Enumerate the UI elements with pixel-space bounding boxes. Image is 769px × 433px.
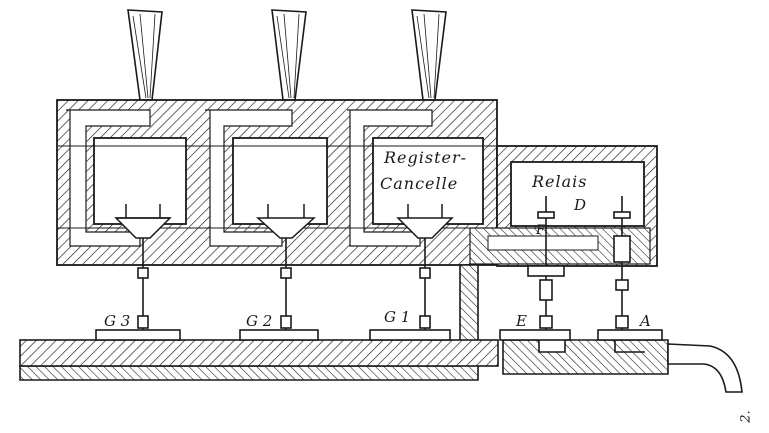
label-register-line1: Register- bbox=[384, 148, 468, 167]
pipe-1 bbox=[127, 9, 163, 101]
label-register-line2: Cancelle bbox=[380, 174, 459, 193]
figure-number: 2. bbox=[738, 410, 754, 423]
label-g3: G 3 bbox=[104, 312, 131, 330]
wind-hose bbox=[667, 343, 743, 393]
label-g2: G 2 bbox=[246, 312, 273, 330]
label-g1: G 1 bbox=[384, 308, 411, 326]
label-a: A bbox=[640, 312, 651, 330]
wind-channels bbox=[19, 264, 669, 381]
label-d: D bbox=[574, 196, 587, 214]
pipes-top bbox=[127, 9, 447, 101]
label-f: F bbox=[536, 223, 546, 238]
label-e: E bbox=[516, 312, 527, 330]
valves bbox=[95, 329, 663, 341]
pipe-3 bbox=[411, 9, 447, 101]
label-relais: Relais bbox=[532, 172, 588, 191]
trackers bbox=[137, 196, 631, 330]
pallets bbox=[114, 204, 454, 239]
register-chest bbox=[56, 99, 498, 266]
pipe-2 bbox=[271, 9, 307, 101]
